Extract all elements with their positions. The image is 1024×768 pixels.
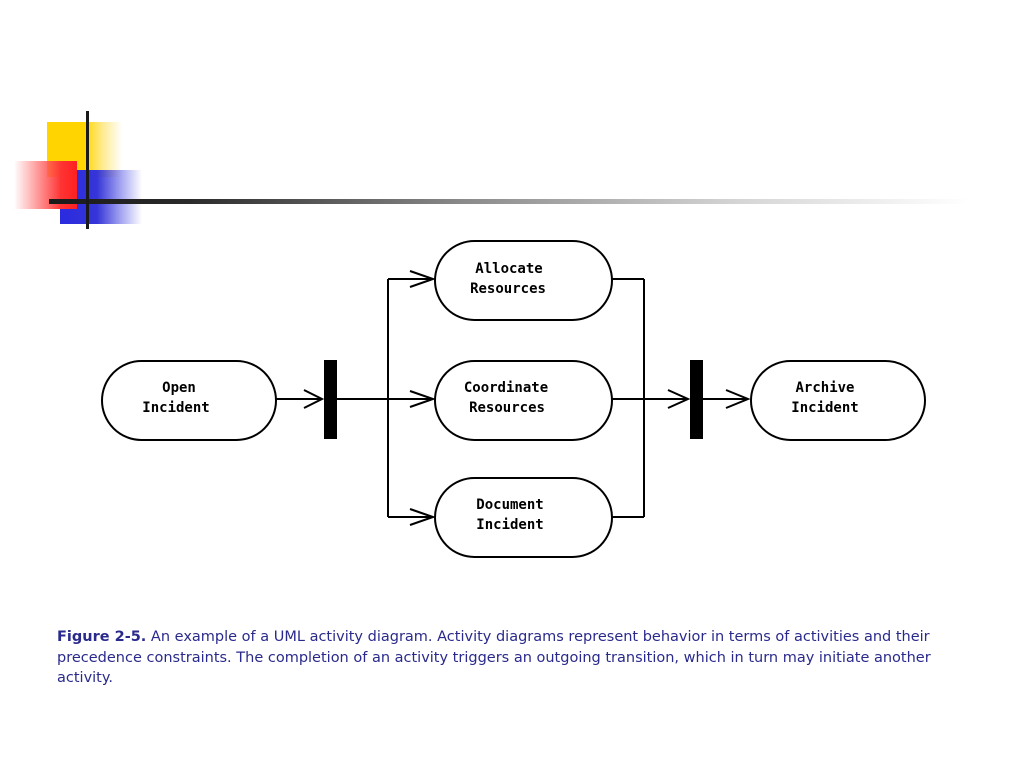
arrowhead-fork xyxy=(303,389,325,409)
figure-caption-label: Figure 2-5. xyxy=(57,629,147,645)
arrowhead-coordinate xyxy=(409,390,437,408)
header-rule-horizontal xyxy=(49,199,969,204)
header-rule-vertical xyxy=(86,111,89,229)
document-incident-label-line2: Incident xyxy=(476,517,543,533)
activity-node-open-incident xyxy=(101,360,277,441)
coordinate-resources-label-line2: Resources xyxy=(469,400,545,416)
activity-node-archive-incident xyxy=(750,360,926,441)
allocate-resources-label-line2: Resources xyxy=(470,281,546,297)
coordinate-resources-label-line1: Coordinate xyxy=(464,380,548,396)
activity-node-document-incident xyxy=(434,477,613,558)
open-incident-label-line1: Open xyxy=(162,380,196,396)
fork-bar xyxy=(324,360,337,439)
document-incident-label-line1: Document xyxy=(476,497,543,513)
activity-node-coordinate-resources xyxy=(434,360,613,441)
figure-caption: Figure 2-5. An example of a UML activity… xyxy=(57,627,957,689)
archive-incident-label-line1: Archive xyxy=(795,380,854,396)
figure-caption-text: An example of a UML activity diagram. Ac… xyxy=(57,629,931,686)
arrowhead-join xyxy=(667,389,691,409)
join-bar xyxy=(690,360,703,439)
arrowhead-document xyxy=(409,508,437,526)
allocate-resources-label-line1: Allocate xyxy=(475,261,542,277)
arrowhead-allocate xyxy=(409,270,437,288)
open-incident-label-line2: Incident xyxy=(142,400,209,416)
activity-node-allocate-resources xyxy=(434,240,613,321)
archive-incident-label-line2: Incident xyxy=(791,400,858,416)
arrowhead-archive xyxy=(725,389,751,409)
